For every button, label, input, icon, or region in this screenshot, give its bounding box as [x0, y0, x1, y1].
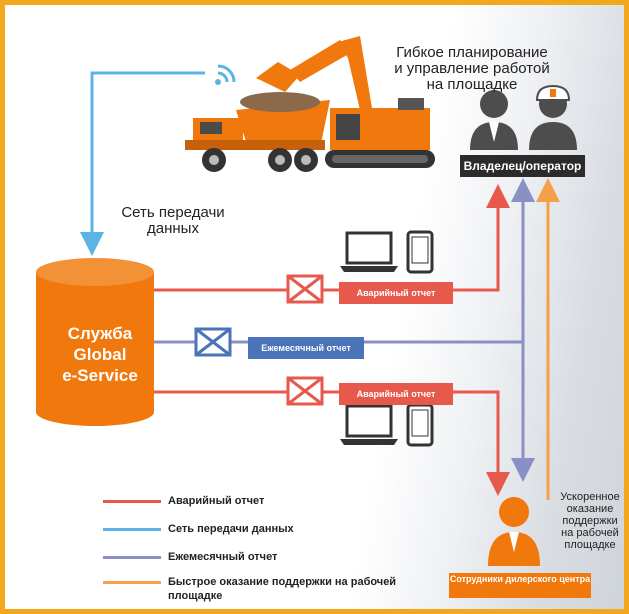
- emergency-report-tag: Аварийный отчет: [339, 383, 453, 405]
- monthly-report-tag: Ежемесячный отчет: [248, 337, 364, 359]
- legend-swatch-emergency: [103, 500, 161, 503]
- dump-truck-icon: [185, 92, 330, 172]
- network-line: [80, 71, 205, 256]
- legend-swatch-network: [103, 528, 161, 531]
- planning-title: Гибкое планирование и управление работой…: [394, 44, 550, 93]
- wifi-icon: [215, 64, 236, 85]
- fast-support-caption: Ускоренное оказание поддержки на рабочей…: [560, 491, 620, 551]
- legend-swatch-monthly: [103, 556, 161, 559]
- excavator-icon: [256, 36, 435, 168]
- envelope-icon: [286, 376, 324, 406]
- owner-person-icon: [470, 90, 518, 150]
- emergency-line-bottom: [150, 390, 510, 496]
- legend-label-monthly: Ежемесячный отчет: [168, 551, 278, 563]
- database-cylinder-icon: [36, 258, 154, 426]
- emergency-report-tag: Аварийный отчет: [339, 282, 453, 304]
- laptop-icon: [340, 231, 398, 272]
- laptop-icon: [340, 404, 398, 445]
- legend-label-network: Сеть передачи данных: [168, 523, 294, 535]
- envelope-icon: [286, 274, 324, 304]
- diagram-canvas: [36, 36, 577, 566]
- legend-swatch-fast-support: [103, 581, 161, 584]
- operator-helmet-icon: [529, 84, 577, 150]
- service-label: Служба Global e-Service: [62, 324, 138, 385]
- legend-label-emergency: Аварийный отчет: [168, 495, 265, 507]
- network-caption: Сеть передачи данных: [121, 204, 225, 237]
- phone-icon: [406, 230, 434, 274]
- dealer-person-icon: [488, 497, 540, 566]
- dealer-staff-tag: Сотрудники дилерского центра: [449, 573, 591, 598]
- emergency-line-top: [150, 184, 510, 292]
- legend-label-fast-support: Быстрое оказание поддержки на рабочей пл…: [168, 576, 397, 602]
- envelope-icon: [194, 327, 232, 357]
- owner-operator-tag: Владелец/оператор: [460, 155, 585, 177]
- phone-icon: [406, 403, 434, 447]
